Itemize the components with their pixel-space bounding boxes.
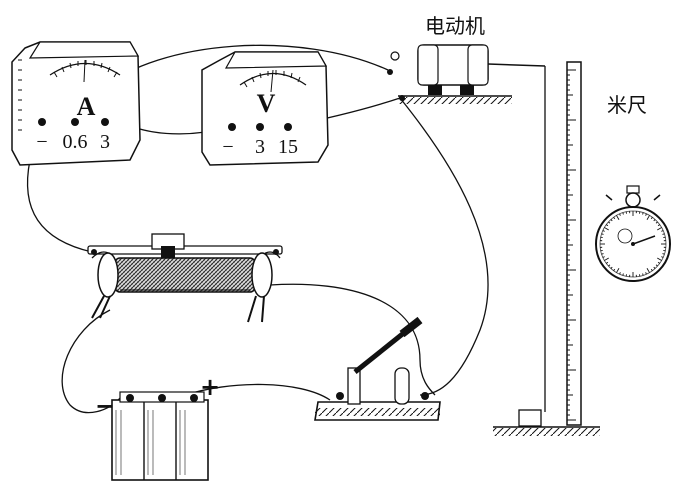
voltmeter: V − 3 15	[201, 51, 329, 166]
motor-terminal-2	[399, 95, 405, 101]
voltmeter-terminals: − 3 15	[222, 123, 298, 158]
voltmeter-symbol: V	[257, 89, 276, 118]
motor-terminal-1	[387, 69, 393, 75]
ammeter-terminal-0.6: 0.6	[63, 131, 88, 153]
motor: 电动机	[387, 14, 546, 104]
wire-battery-to-switch	[181, 383, 331, 401]
ammeter-terminal-neg: −	[36, 131, 47, 153]
ammeter-terminals: − 0.6 3	[36, 118, 110, 153]
rheostat	[87, 233, 283, 323]
wire-rheostat-to-switch	[269, 283, 436, 396]
voltmeter-terminal-neg-knob	[228, 123, 236, 131]
ammeter: A − 0.6 3	[11, 41, 141, 166]
wire-rheostat-to-battery	[61, 309, 121, 414]
voltmeter-terminal-neg: −	[222, 136, 233, 158]
voltmeter-terminal-3-knob	[256, 123, 264, 131]
weight-block	[518, 409, 542, 427]
ammeter-symbol: A	[77, 92, 96, 121]
ammeter-terminal-3-knob	[101, 118, 109, 126]
voltmeter-terminal-15: 15	[278, 136, 298, 158]
wire-ammeter-to-rheostat	[26, 159, 93, 253]
battery-pack: − +	[95, 373, 220, 481]
meter-stick: 米尺	[493, 61, 647, 436]
battery-negative-sign: −	[95, 392, 115, 420]
ammeter-terminal-3: 3	[100, 131, 110, 153]
motor-stand-hatch	[398, 97, 512, 104]
hanging-weight	[518, 66, 546, 427]
motor-label: 电动机	[425, 14, 485, 38]
ammeter-terminal-neg-knob	[38, 118, 46, 126]
voltmeter-terminal-3: 3	[255, 136, 265, 158]
meter-stick-label: 米尺	[607, 93, 647, 117]
voltmeter-terminal-15-knob	[284, 123, 292, 131]
floor-hatch	[493, 428, 600, 436]
knife-switch	[314, 316, 441, 421]
wire-motor-to-switch	[399, 97, 489, 396]
ammeter-terminal-0.6-knob	[71, 118, 79, 126]
battery-positive-sign: +	[200, 373, 220, 401]
stopwatch	[595, 185, 671, 282]
rheostat-coil	[114, 257, 256, 293]
